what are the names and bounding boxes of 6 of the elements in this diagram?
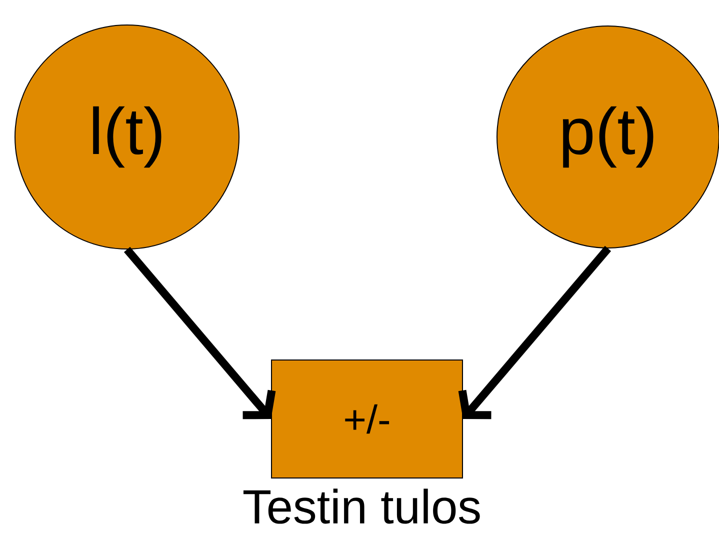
- arrow: [124, 246, 276, 420]
- process-box: +/-: [271, 360, 463, 478]
- node-label: Testin tulos: [243, 488, 480, 524]
- circle-node: l(t): [14, 24, 240, 250]
- circle-node: p(t): [496, 26, 719, 248]
- arrow: [458, 246, 612, 420]
